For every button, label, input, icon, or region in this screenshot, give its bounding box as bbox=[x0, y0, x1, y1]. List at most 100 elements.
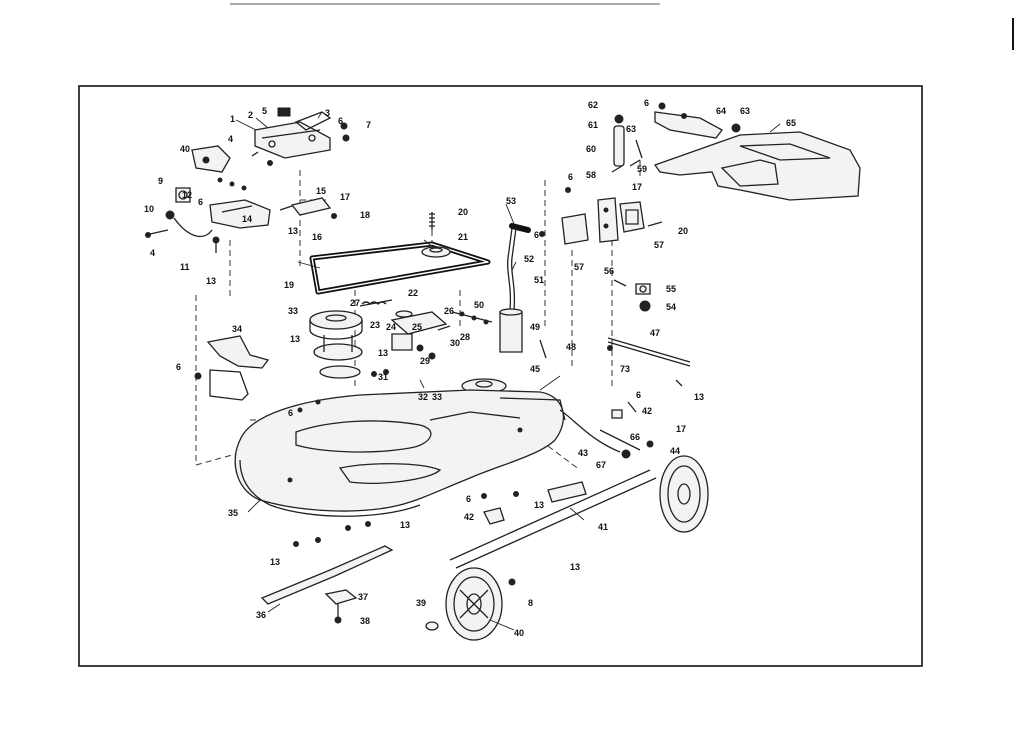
label: 17 bbox=[340, 192, 350, 202]
label: 57 bbox=[574, 262, 584, 272]
label: 64 bbox=[716, 106, 726, 116]
label: 40 bbox=[514, 628, 524, 638]
label: 45 bbox=[530, 364, 540, 374]
label: 51 bbox=[534, 275, 544, 285]
label: 52 bbox=[524, 254, 534, 264]
right-hardware bbox=[613, 279, 651, 312]
label: 67 bbox=[596, 460, 606, 470]
label: 6 bbox=[176, 362, 181, 372]
label: 55 bbox=[666, 284, 676, 294]
label: 38 bbox=[360, 616, 370, 626]
label: 6 bbox=[534, 230, 539, 240]
diagram-border bbox=[78, 85, 923, 667]
label: 25 bbox=[412, 322, 422, 332]
label: 13 bbox=[206, 276, 216, 286]
label: 4 bbox=[228, 134, 233, 144]
label: 53 bbox=[506, 196, 516, 206]
label: 13 bbox=[400, 520, 410, 530]
label: 9 bbox=[158, 176, 163, 186]
label: 42 bbox=[642, 406, 652, 416]
label: 13 bbox=[288, 226, 298, 236]
label: 21 bbox=[458, 232, 468, 242]
blade-assembly bbox=[260, 521, 394, 624]
label: 35 bbox=[228, 508, 238, 518]
left-bracket-assembly bbox=[145, 145, 271, 253]
label: 60 bbox=[586, 144, 596, 154]
label: 16 bbox=[312, 232, 322, 242]
lift-arm-assembly bbox=[611, 102, 861, 201]
label: 33 bbox=[288, 306, 298, 316]
label: 6 bbox=[636, 390, 641, 400]
label: 5 bbox=[262, 106, 267, 116]
left-spindle bbox=[309, 310, 389, 379]
label: 54 bbox=[666, 302, 676, 312]
label: 4 bbox=[150, 248, 155, 258]
label: 37 bbox=[358, 592, 368, 602]
label: 13 bbox=[378, 348, 388, 358]
label: 6 bbox=[338, 116, 343, 126]
label: 33 bbox=[432, 392, 442, 402]
label: 43 bbox=[578, 448, 588, 458]
label: 50 bbox=[474, 300, 484, 310]
label: 13 bbox=[270, 557, 280, 567]
label: 61 bbox=[588, 120, 598, 130]
label: 41 bbox=[598, 522, 608, 532]
right-wheel bbox=[621, 440, 709, 533]
leader-lines bbox=[235, 111, 781, 631]
label: 13 bbox=[290, 334, 300, 344]
label: 31 bbox=[378, 372, 388, 382]
label: 58 bbox=[586, 170, 596, 180]
label: 1 bbox=[230, 114, 235, 124]
label: 23 bbox=[370, 320, 380, 330]
label: 49 bbox=[530, 322, 540, 332]
label: 13 bbox=[570, 562, 580, 572]
label: 40 bbox=[180, 144, 190, 154]
label: 44 bbox=[670, 446, 680, 456]
label: 59 bbox=[637, 164, 647, 174]
label: 10 bbox=[144, 204, 154, 214]
label: 34 bbox=[232, 324, 242, 334]
idler-assembly bbox=[359, 299, 493, 360]
mid-hardware bbox=[481, 401, 637, 525]
label: 36 bbox=[256, 610, 266, 620]
label: 57 bbox=[654, 240, 664, 250]
label: 20 bbox=[678, 226, 688, 236]
label: 11 bbox=[180, 262, 190, 272]
label: 8 bbox=[528, 598, 533, 608]
left-wheel bbox=[425, 567, 516, 641]
label: 27 bbox=[350, 298, 360, 308]
label: 12 bbox=[182, 190, 192, 200]
label: 7 bbox=[366, 120, 371, 130]
label: 29 bbox=[420, 356, 430, 366]
label: 2 bbox=[248, 110, 253, 120]
drive-belt bbox=[309, 212, 491, 295]
label: 13 bbox=[534, 500, 544, 510]
label: 18 bbox=[360, 210, 370, 220]
label: 47 bbox=[650, 328, 660, 338]
label: 6 bbox=[466, 494, 471, 504]
label: 17 bbox=[676, 424, 686, 434]
label: 6 bbox=[288, 408, 293, 418]
label: 73 bbox=[620, 364, 630, 374]
lift-lever bbox=[499, 223, 531, 353]
label: 30 bbox=[450, 338, 460, 348]
label: 3 bbox=[325, 108, 330, 118]
label: 63 bbox=[740, 106, 750, 116]
label: 42 bbox=[464, 512, 474, 522]
label: 26 bbox=[444, 306, 454, 316]
label: 63 bbox=[626, 124, 636, 134]
front-axle bbox=[449, 409, 657, 569]
label: 62 bbox=[588, 100, 598, 110]
label: 17 bbox=[632, 182, 642, 192]
label: 14 bbox=[242, 214, 252, 224]
rear-bracket-assembly bbox=[539, 187, 663, 245]
label: 48 bbox=[566, 342, 576, 352]
label: 65 bbox=[786, 118, 796, 128]
mower-deck bbox=[234, 389, 566, 517]
callout-labels: 1 2 3 5 6 7 4 40 9 12 10 6 4 11 13 14 13… bbox=[144, 98, 796, 638]
adjustment-rod bbox=[539, 337, 691, 387]
label: 28 bbox=[460, 332, 470, 342]
label: 56 bbox=[604, 266, 614, 276]
